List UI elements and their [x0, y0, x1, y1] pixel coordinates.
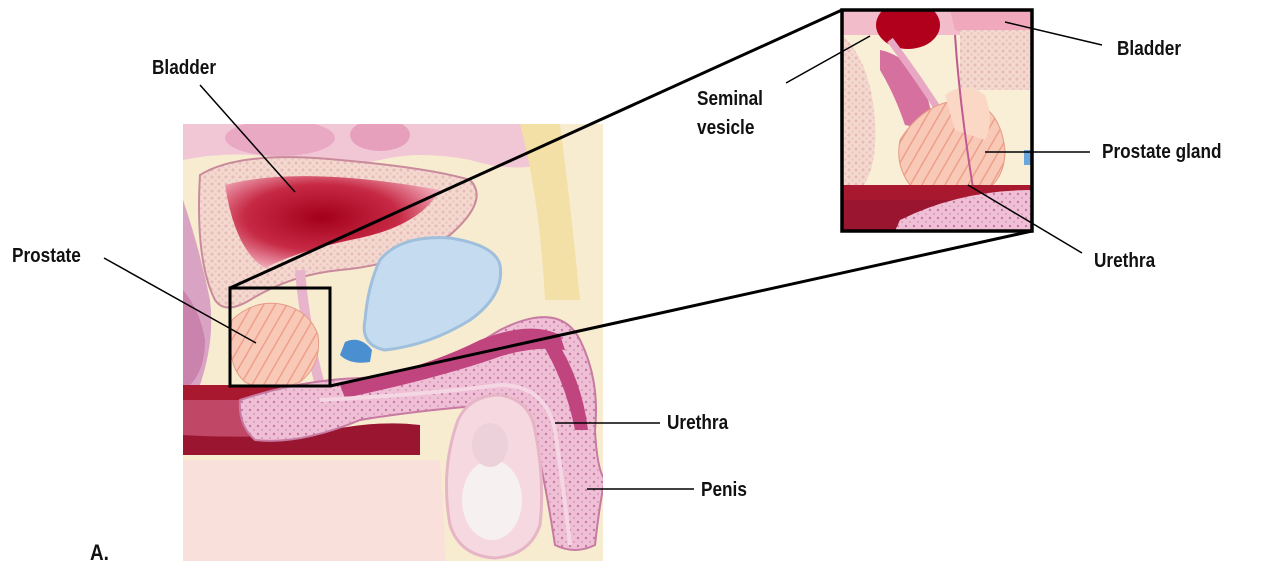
label-bladder-main: Bladder	[152, 57, 216, 80]
label-urethra-inset: Urethra	[1094, 250, 1155, 273]
label-penis: Penis	[701, 479, 747, 502]
label-prostate-gland: Prostate gland	[1102, 141, 1221, 164]
label-seminal-line1: Seminal	[697, 88, 763, 111]
label-prostate-main: Prostate	[12, 245, 81, 268]
panel-letter: A.	[90, 541, 109, 564]
inset-detail	[842, 1, 1032, 231]
label-seminal-line2: vesicle	[697, 117, 754, 140]
label-bladder-inset: Bladder	[1117, 38, 1181, 61]
label-urethra-main: Urethra	[667, 412, 728, 435]
